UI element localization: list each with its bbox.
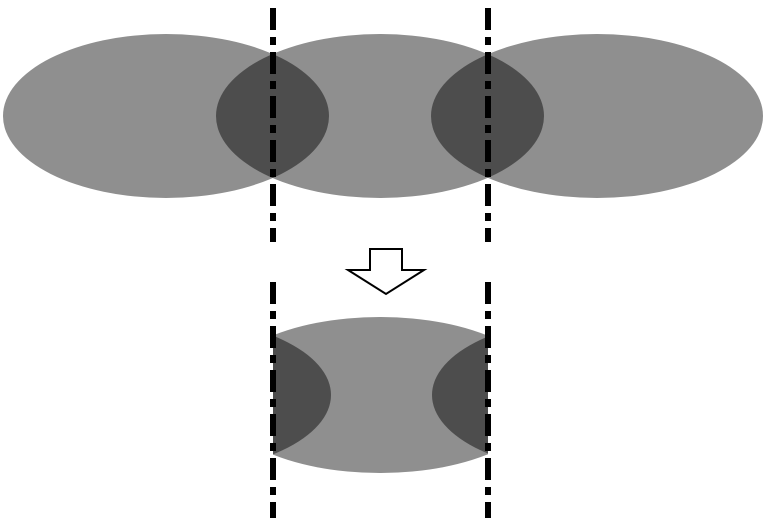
overlap-right <box>431 34 544 198</box>
top-row <box>3 34 763 198</box>
overlap-left <box>216 34 329 198</box>
cropped-ellipse <box>273 317 488 473</box>
bottom-row <box>273 317 488 473</box>
dashed-boundaries <box>270 8 491 518</box>
down-arrow-icon <box>344 248 428 296</box>
cropped-overlap-right <box>432 336 488 454</box>
cropped-overlap-left <box>273 335 331 455</box>
